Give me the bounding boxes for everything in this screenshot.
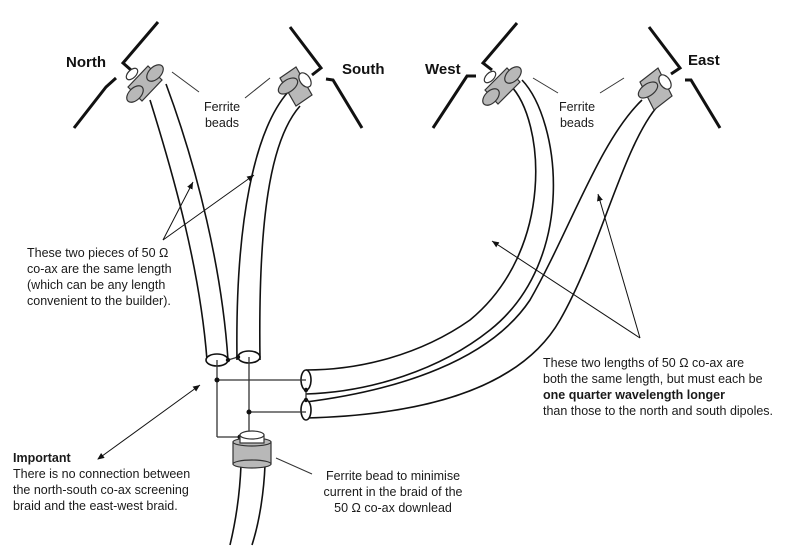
ew-coax-note: These two lengths of 50 Ω co-ax are both… [543, 355, 773, 419]
ferrite-label-line: Ferrite [558, 100, 596, 114]
label-east: East [688, 52, 720, 69]
important-note-arrow [97, 384, 201, 460]
note-line: These two lengths of 50 Ω co-ax are [543, 356, 745, 370]
ew-note-arrows [491, 193, 641, 339]
coax-ends [205, 350, 312, 421]
south-ferrite-bead [277, 66, 313, 107]
ns-coax-note: These two pieces of 50 Ω co-ax are the s… [27, 245, 172, 309]
ferrite-label-line: beads [559, 116, 595, 130]
east-ferrite-bead [637, 67, 673, 111]
note-line: These two pieces of 50 Ω [27, 246, 169, 260]
ns-note-arrows [162, 174, 255, 241]
south-coax-cable [236, 91, 301, 361]
east-dipole [647, 26, 722, 129]
note-line: 50 Ω co-ax downlead [334, 501, 452, 515]
downlead-ferrite-bead [232, 430, 272, 469]
ferrite-beads-label-left: Ferrite beads [200, 99, 244, 131]
junction-dots [214, 354, 309, 440]
note-line: current in the braid of the [323, 485, 463, 499]
label-north: North [66, 54, 106, 71]
downlead-note: Ferrite bead to minimise current in the … [318, 468, 468, 516]
ferrite-beads-label-right: Ferrite beads [555, 99, 599, 131]
north-dipole [72, 21, 160, 129]
ferrite-pointer-lines [171, 71, 625, 99]
ferrite-label-line: Ferrite [203, 100, 241, 114]
north-coax-cable [149, 83, 229, 361]
ferrite-label-line: beads [204, 116, 240, 130]
note-line-emphasis: one quarter wavelength longer [543, 388, 725, 402]
south-dipole [288, 26, 364, 129]
label-west: West [425, 61, 461, 78]
downlead-pointer-line [275, 457, 313, 475]
downlead-coax-cable [229, 464, 266, 546]
label-south: South [342, 61, 385, 78]
important-title: Important [13, 451, 71, 465]
important-note: Important There is no connection between… [13, 450, 190, 514]
junction-wiring [216, 356, 307, 438]
note-line: There is no connection between [13, 467, 191, 481]
note-line: convenient to the builder). [27, 294, 171, 308]
east-coax-cable [305, 99, 657, 419]
north-ferrite-bead [125, 64, 164, 103]
note-line: braid and the east-west braid. [13, 499, 178, 513]
note-line: (which can be any length [27, 278, 166, 292]
note-line: than those to the north and south dipole… [543, 404, 774, 418]
note-line: co-ax are the same length [27, 262, 172, 276]
note-line: both the same length, but must each be [543, 372, 763, 386]
note-line: Ferrite bead to minimise [325, 469, 461, 483]
west-ferrite-bead [482, 66, 522, 106]
west-dipole [431, 22, 519, 129]
west-coax-cable [305, 79, 555, 395]
note-line: the north-south co-ax screening [13, 483, 189, 497]
